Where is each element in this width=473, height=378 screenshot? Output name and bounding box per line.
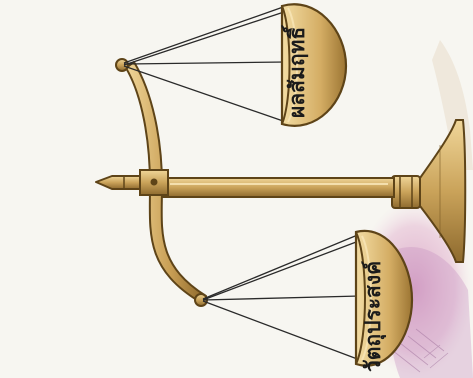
- upper-pan-label: ผลสัมฤทธิ์: [281, 25, 309, 118]
- lower-pan-label: วัตถุประสงค์: [361, 261, 387, 372]
- scale-pivot: [96, 170, 168, 195]
- lower-pan: วัตถุประสงค์: [203, 231, 412, 372]
- upper-pan: ผลสัมฤทธิ์: [124, 4, 346, 126]
- scale-pillar: [162, 178, 394, 197]
